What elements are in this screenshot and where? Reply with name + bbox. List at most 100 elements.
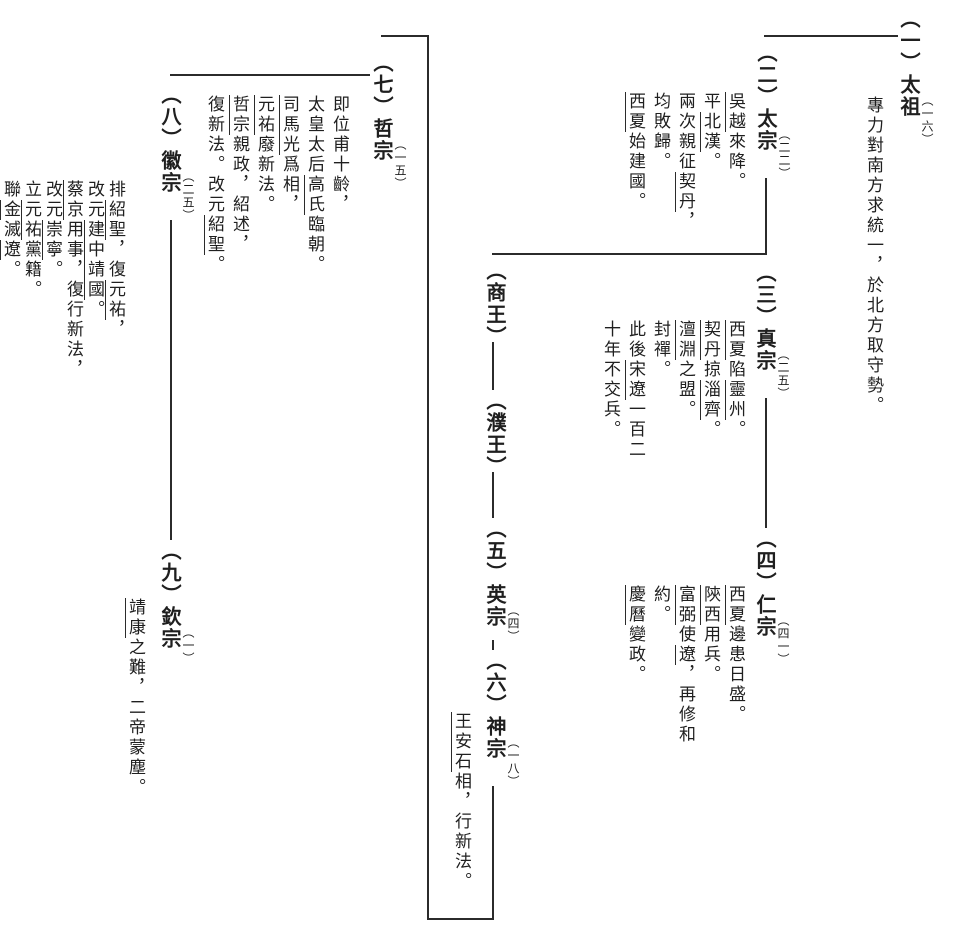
connector-yingzong-shenzong	[492, 640, 494, 650]
proper-noun-mark: 紹聖	[105, 200, 125, 240]
note-line: 西夏始建國。	[623, 92, 648, 242]
note-line: 專力對南方求統一，於北方取守勢。	[861, 96, 886, 441]
note-line: 慶曆變政。	[623, 585, 648, 760]
proper-noun-mark: 吳越	[725, 92, 745, 132]
annotation-renzong: 西夏邊患日盛。陝西用兵。富弼使遼，再修和約。慶曆變政。	[623, 585, 748, 760]
emperor-name-qinzong: ︵九︶欽宗	[158, 540, 180, 650]
connector-huizong-qinzong	[170, 220, 172, 540]
emperor-name-yingzong: ︵五︶英宗	[483, 518, 505, 628]
proper-noun-mark: 元祐	[254, 95, 274, 135]
note-text: 聯	[1, 180, 20, 200]
note-line: 富弼使遼，再修和約。	[648, 585, 698, 760]
note-line: 陝西用兵。	[698, 585, 723, 760]
proper-noun-mark: 西夏	[725, 320, 745, 360]
note-text: 爲相，	[280, 155, 299, 215]
proper-noun-mark: 陝西	[700, 585, 720, 625]
note-text: 。	[205, 255, 224, 275]
proper-noun-mark: 淄齊	[700, 380, 720, 420]
reign-years-zhezong: ︵一五︶	[393, 138, 407, 190]
proper-noun-mark: 遼	[675, 645, 695, 665]
connector-zhenzong-renzong	[765, 398, 767, 528]
note-line: 平北漢。	[698, 92, 723, 242]
note-line: 靖康之難，二帝蒙塵。	[123, 598, 148, 813]
note-text: 封禪。	[651, 320, 670, 380]
proper-noun-mark: 靈州	[725, 380, 745, 420]
proper-noun-mark: 金	[0, 200, 20, 220]
proper-noun-mark: 澶淵	[675, 320, 695, 360]
emperor-name-taizong: ︵二︶太宗	[754, 42, 776, 152]
note-line: 改元建中靖國。	[84, 180, 105, 416]
note-line: 此後宋遼一百二十年不交兵。	[598, 320, 648, 470]
proper-noun-mark: 崇寧	[42, 220, 62, 260]
connector-zhezong-huizong	[170, 74, 370, 76]
note-text: 太皇太后	[305, 95, 324, 175]
proper-noun-mark: 富弼	[675, 585, 695, 625]
proper-noun-mark: 契丹	[675, 172, 695, 212]
annotation-taizong: 吳越來降。平北漢。兩次親征契丹，均敗歸。西夏始建國。	[623, 92, 748, 242]
proper-noun-mark: 元祐	[21, 200, 41, 240]
proper-noun-mark: 元祐	[105, 280, 125, 320]
note-line: 太皇太后高氏臨朝。	[302, 95, 327, 345]
note-line: 即位甫十齡，	[327, 95, 352, 345]
proper-noun-mark: 西夏	[725, 585, 745, 625]
note-text: 立	[22, 180, 41, 200]
reign-years-huizong: ︵二五︶	[181, 170, 195, 222]
note-line: 復新法。改元紹聖。	[202, 95, 227, 345]
note-line: 改元崇寧。	[42, 180, 63, 416]
note-text: 廢新法。	[255, 135, 274, 215]
proper-noun-mark: 北漢	[700, 112, 720, 152]
note-line: 排紹聖，復元祐，	[105, 180, 126, 416]
connector-shenzong-zhezong-riser	[427, 35, 429, 920]
proper-noun-mark: 契丹	[700, 320, 720, 360]
proper-noun-mark: 司馬光	[279, 95, 299, 155]
note-text: 邊患日盛。	[726, 625, 745, 725]
connector-bottom-elbow	[427, 918, 494, 920]
note-line: 吳越來降。	[723, 92, 748, 242]
note-text: 。	[701, 152, 720, 172]
note-text: 改元	[85, 180, 104, 220]
note-text: 。	[701, 420, 720, 440]
note-line: 立元祐黨籍。	[21, 180, 42, 416]
note-text: 復新法。改元	[205, 95, 224, 215]
reign-years-renzong: ︵四一︶	[776, 614, 790, 666]
connector-puwang-yingzong	[492, 472, 494, 518]
annotation-zhenzong: 西夏陷靈州。契丹掠淄齊。澶淵之盟。封禪。此後宋遼一百二十年不交兵。	[598, 320, 748, 470]
proper-noun-mark: 哲宗	[229, 95, 249, 135]
connector-taizu-taizong	[764, 35, 898, 37]
note-text: ，再修和約。	[651, 585, 695, 745]
note-text: 專力對南方求統一，於北方取守勢。	[864, 96, 883, 416]
note-text: 平	[701, 92, 720, 112]
note-text: 改元	[43, 180, 62, 220]
emperor-name-huizong: ︵八︶徽宗	[158, 84, 180, 194]
proper-noun-mark: 高氏	[304, 175, 324, 215]
note-text: 即位甫十齡，	[330, 95, 349, 215]
note-line: 元祐廢新法。	[252, 95, 277, 345]
note-text: 相，行新法。	[452, 772, 471, 892]
note-text: ，復	[106, 240, 125, 280]
annotation-taizu: 專力對南方求統一，於北方取守勢。	[861, 96, 886, 441]
reign-years-zhenzong: ︵二五︶	[776, 348, 790, 400]
note-line: 封禪。	[648, 320, 673, 470]
connector-shenzong-down	[492, 786, 494, 920]
proper-noun-mark: 王安石	[451, 712, 471, 772]
emperor-name-shenzong: ︵六︶神宗	[483, 650, 505, 760]
annotation-shenzong: 王安石相，行新法。	[449, 712, 474, 907]
proper-noun-mark: 慶曆	[625, 585, 645, 625]
note-line: 聯金滅遼。	[0, 180, 21, 416]
proper-noun-mark: 宋遼	[625, 360, 645, 400]
reign-years-yingzong: ︵四︶	[506, 604, 520, 643]
emperor-name-zhezong: ︵七︶哲宗	[370, 52, 392, 162]
note-text: 之難，二帝蒙塵。	[126, 638, 145, 798]
note-text: 掠	[701, 360, 720, 380]
connector-top-left-elbow	[381, 35, 429, 37]
note-text: 親政，紹述，	[230, 135, 249, 255]
note-text: 此後	[626, 320, 645, 360]
note-text: 。	[726, 420, 745, 440]
note-text: ，	[106, 320, 125, 340]
note-line: 澶淵之盟。	[673, 320, 698, 470]
note-text: 用兵。	[701, 625, 720, 685]
note-text: 排	[106, 180, 125, 200]
note-text: ，均敗歸。	[651, 92, 695, 232]
proper-noun-mark: 建中靖國	[84, 220, 104, 300]
